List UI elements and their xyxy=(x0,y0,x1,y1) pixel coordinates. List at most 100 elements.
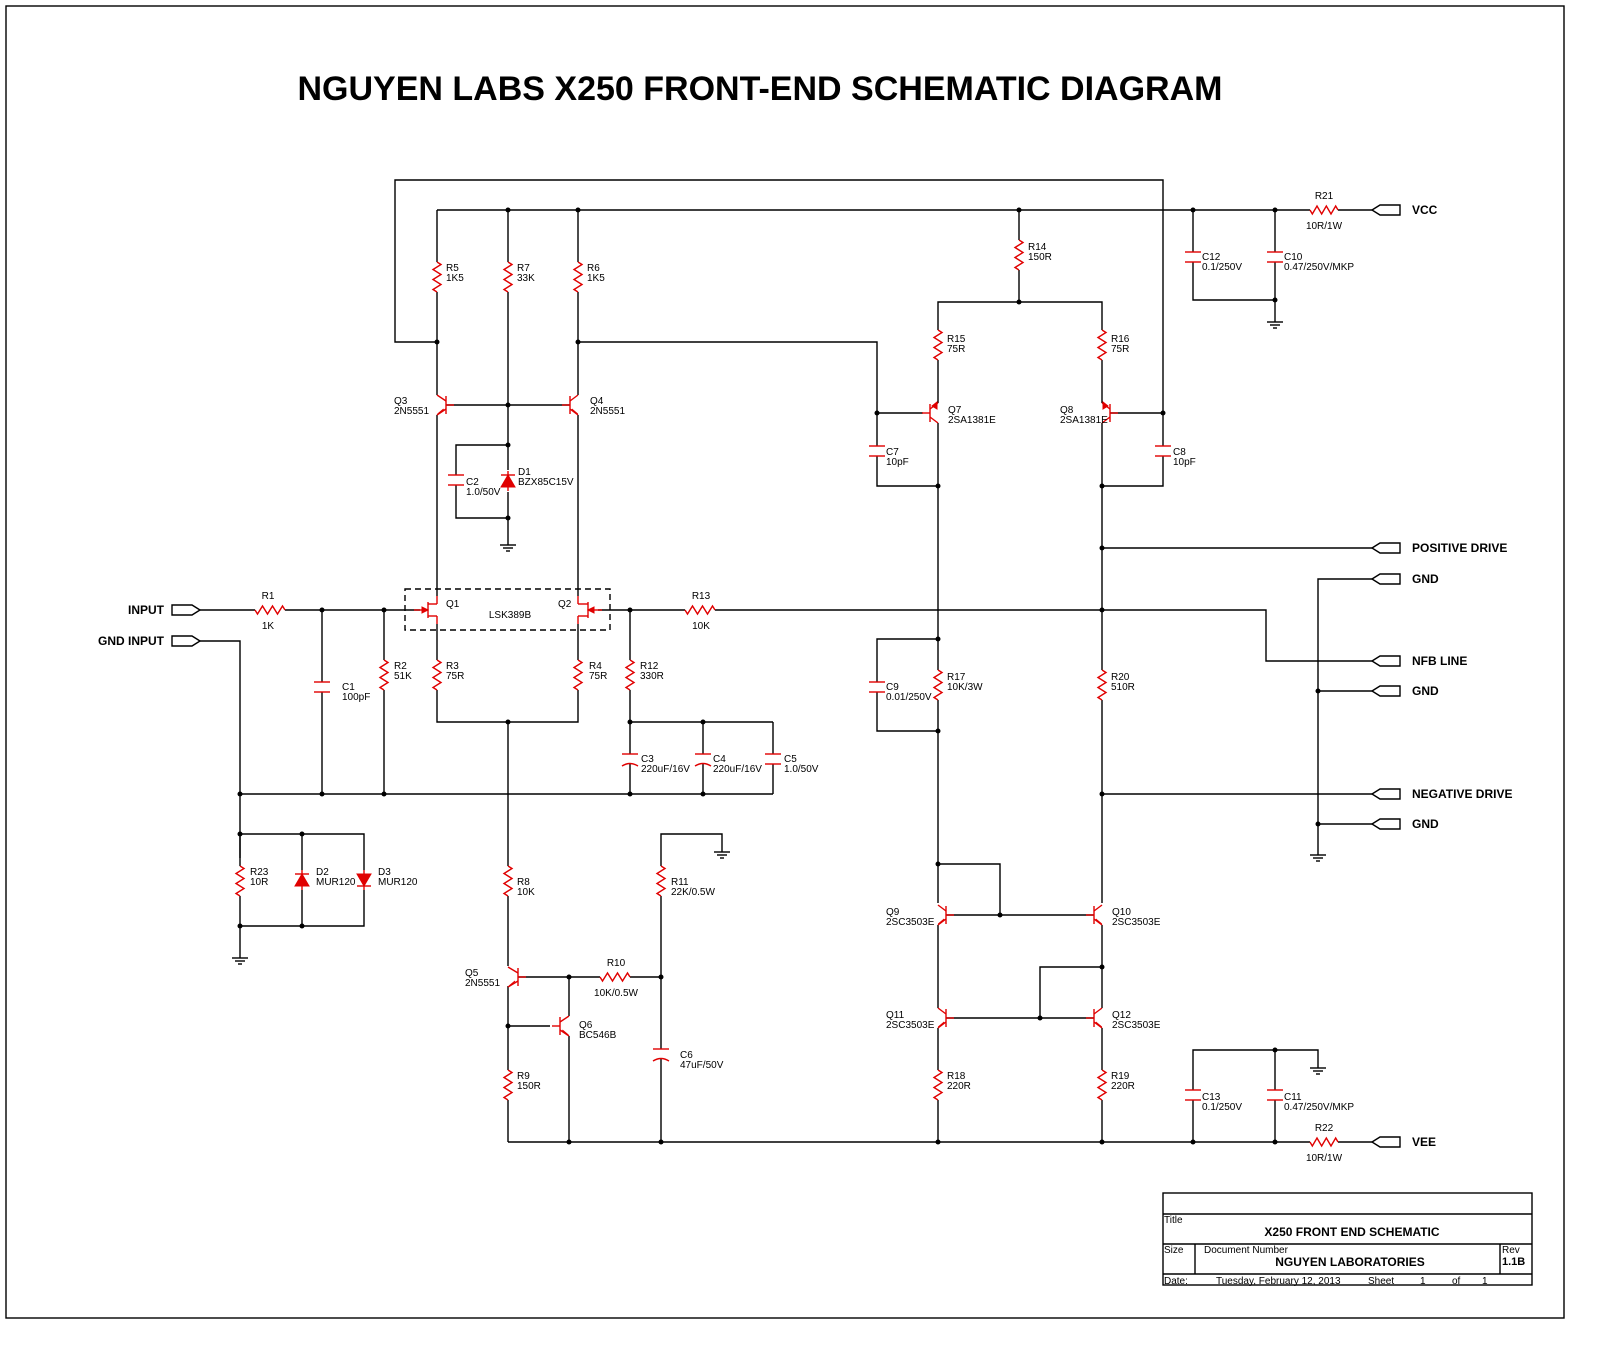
ref-r23: R23 xyxy=(250,867,269,878)
port-vcc: VCC xyxy=(1370,203,1438,217)
ref-r4: R4 xyxy=(589,661,602,672)
value-c4: 220uF/16V xyxy=(713,764,762,775)
resistor-r12 xyxy=(624,659,636,691)
port-gnd-2-label: GND xyxy=(1412,684,1439,698)
ground-icon-r11 xyxy=(714,851,730,859)
ref-c2: C2 xyxy=(466,477,479,488)
value-r1: 1K xyxy=(262,621,275,632)
value-q7: 2SA1381E xyxy=(948,415,996,426)
capacitor-c1 xyxy=(314,681,330,693)
transistor-q8 xyxy=(1101,400,1118,424)
transistor-q9 xyxy=(937,904,954,926)
value-c1: 100pF xyxy=(342,692,370,703)
ground-icon-vee-caps xyxy=(1310,1067,1326,1075)
ref-q10: Q10 xyxy=(1112,907,1131,918)
ref-r16: R16 xyxy=(1111,334,1130,345)
transistor-q4 xyxy=(562,394,579,416)
ref-c3: C3 xyxy=(641,754,654,765)
transistor-q10 xyxy=(1086,904,1103,926)
value-r14: 150R xyxy=(1028,252,1052,263)
transistor-q5 xyxy=(507,966,526,988)
ref-q4: Q4 xyxy=(590,396,604,407)
ref-r5: R5 xyxy=(446,263,459,274)
resistor-r9 xyxy=(502,1069,514,1101)
value-d1: BZX85C15V xyxy=(518,477,574,488)
ref-q12: Q12 xyxy=(1112,1010,1131,1021)
value-c6: 47uF/50V xyxy=(680,1060,724,1071)
value-r16: 75R xyxy=(1111,344,1129,355)
value-c10: 0.47/250V/MKP xyxy=(1284,262,1354,273)
value-r12: 330R xyxy=(640,671,664,682)
jfet-q2 xyxy=(577,596,602,624)
transistor-q12 xyxy=(1086,1007,1103,1029)
ref-r21: R21 xyxy=(1315,191,1334,202)
tb-title: X250 FRONT END SCHEMATIC xyxy=(1264,1225,1439,1239)
resistor-r4 xyxy=(572,659,584,691)
labels-layer: R51K5R733KR61K5R14150RR2110R/1WC120.1/25… xyxy=(250,191,1354,1164)
jfet-q1 xyxy=(414,596,438,624)
capacitor-c2 xyxy=(448,474,464,486)
value-r20: 510R xyxy=(1111,682,1135,693)
capacitor-c13 xyxy=(1185,1089,1201,1101)
diode-d3 xyxy=(356,870,372,890)
port-negative-drive: NEGATIVE DRIVE xyxy=(1370,787,1512,801)
ref-c5: C5 xyxy=(784,754,797,765)
lsk389b-package xyxy=(404,588,611,631)
tb-document: NGUYEN LABORATORIES xyxy=(1275,1255,1425,1269)
transistor-q11 xyxy=(937,1007,954,1029)
value-r2: 51K xyxy=(394,671,412,682)
ref-r12: R12 xyxy=(640,661,659,672)
resistor-r7 xyxy=(502,261,514,293)
ref-r15: R15 xyxy=(947,334,966,345)
value-r23: 10R xyxy=(250,877,268,888)
value-r9: 150R xyxy=(517,1081,541,1092)
port-vcc-label: VCC xyxy=(1412,203,1438,217)
junction-dots xyxy=(237,207,1321,1145)
port-gnd-1-label: GND xyxy=(1412,572,1439,586)
ref-r8: R8 xyxy=(517,877,530,888)
resistor-r23 xyxy=(234,865,246,897)
value-c8: 10pF xyxy=(1173,457,1196,468)
port-gnd-input: GND INPUT xyxy=(98,634,202,648)
port-input: INPUT xyxy=(128,603,202,617)
ground-icon-zener xyxy=(500,544,516,552)
value-q6: BC546B xyxy=(579,1030,617,1041)
value-r17: 10K/3W xyxy=(947,682,983,693)
value-r19: 220R xyxy=(1111,1081,1135,1092)
value-d2: MUR120 xyxy=(316,877,356,888)
value-q10: 2SC3503E xyxy=(1112,917,1161,928)
ground-icon-input xyxy=(232,957,248,965)
port-gnd-3: GND xyxy=(1370,817,1439,831)
value-c13: 0.1/250V xyxy=(1202,1102,1242,1113)
value-q12: 2SC3503E xyxy=(1112,1020,1161,1031)
capacitor-c4 xyxy=(694,753,712,767)
port-nfb-line: NFB LINE xyxy=(1370,654,1467,668)
ref-c10: C10 xyxy=(1284,252,1303,263)
ref-c11: C11 xyxy=(1284,1092,1302,1103)
capacitor-c6 xyxy=(652,1048,670,1062)
value-d3: MUR120 xyxy=(378,877,418,888)
capacitor-c12 xyxy=(1185,251,1201,263)
tb-size-label: Size xyxy=(1164,1245,1184,1256)
ref-r22: R22 xyxy=(1315,1123,1334,1134)
ground-icon-right xyxy=(1310,854,1326,862)
value-r21: 10R/1W xyxy=(1306,221,1343,232)
capacitor-c9 xyxy=(869,681,885,693)
transistor-q7 xyxy=(922,400,939,424)
value-q11: 2SC3503E xyxy=(886,1020,935,1031)
ref-r19: R19 xyxy=(1111,1071,1130,1082)
ref-r18: R18 xyxy=(947,1071,966,1082)
ref-q1: Q1 xyxy=(446,599,460,610)
resistor-r11 xyxy=(655,865,667,897)
port-gnd-input-label: GND INPUT xyxy=(98,634,165,648)
value-r6: 1K5 xyxy=(587,273,605,284)
tb-date: Tuesday, February 12, 2013 xyxy=(1216,1276,1341,1287)
tb-docnum-label: Document Number xyxy=(1204,1245,1289,1256)
port-vee-label: VEE xyxy=(1412,1135,1436,1149)
resistor-r16 xyxy=(1096,329,1108,361)
ref-q8: Q8 xyxy=(1060,405,1074,416)
ref-d2: D2 xyxy=(316,867,329,878)
ref-c4: C4 xyxy=(713,754,726,765)
value-r13: 10K xyxy=(692,621,710,632)
